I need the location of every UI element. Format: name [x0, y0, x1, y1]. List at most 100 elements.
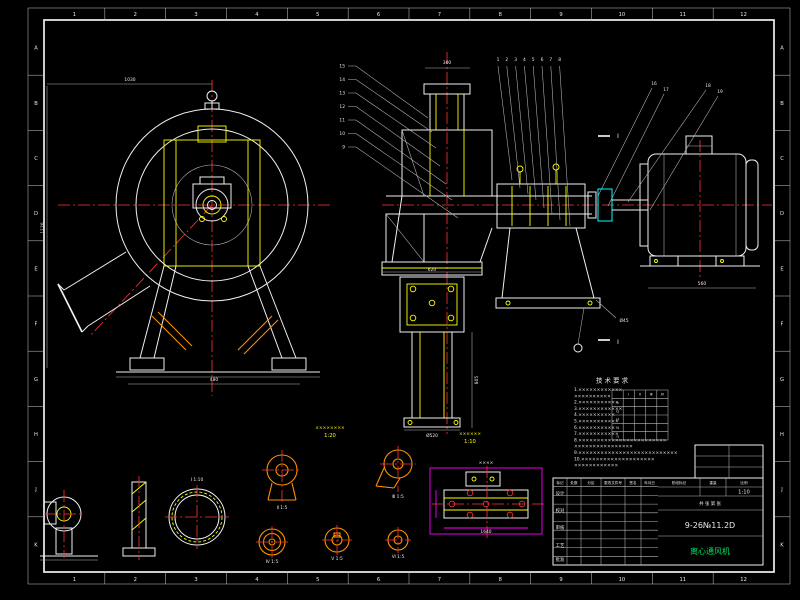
label: Ⅲ 1:5: [392, 494, 404, 500]
label: 11: [679, 12, 686, 18]
label: 10: [619, 12, 626, 18]
label: 6: [377, 12, 380, 18]
label: 2: [134, 12, 137, 18]
label: F: [35, 322, 38, 328]
label: Ⅱ: [639, 393, 641, 397]
label: B: [34, 101, 38, 107]
label: 处数: [570, 480, 578, 485]
label: 10: [619, 577, 626, 583]
label: 560: [698, 281, 707, 287]
label: 9.×××××××××××××××××××××××××××: [574, 450, 678, 456]
centerlines: [58, 52, 772, 434]
label: 7: [549, 57, 552, 63]
label: 17: [663, 87, 669, 93]
label: 12: [740, 12, 747, 18]
label: Ⅰ 1:10: [191, 477, 204, 483]
label: 分区: [587, 480, 595, 485]
title-block-sheet-text: 共 张 第 张: [699, 500, 721, 507]
sheet-border: [27, 7, 791, 585]
label: H: [780, 432, 784, 438]
title-block-product-name: 离心通风机: [690, 546, 730, 556]
label: E: [780, 266, 783, 272]
label: 2: [505, 57, 508, 63]
label: C: [34, 156, 38, 162]
label: 6.××××××××××: [574, 425, 615, 431]
detail-disc-b: [322, 525, 352, 555]
label: 5: [316, 577, 319, 583]
label: Ⅳ: [661, 393, 665, 397]
label: 5: [316, 12, 319, 18]
label: 签名: [629, 480, 637, 485]
label: 6: [377, 577, 380, 583]
label: η: [616, 434, 618, 438]
label: J: [780, 487, 783, 493]
label: 8: [499, 12, 502, 18]
label: 审核: [556, 524, 565, 531]
label: 4: [255, 577, 259, 583]
label: 1: [73, 577, 76, 583]
label: Ⅰ: [628, 393, 629, 397]
label: 480: [210, 377, 219, 383]
label: F: [781, 322, 784, 328]
label: N: [616, 426, 619, 430]
label: 校对: [556, 507, 565, 514]
label: 3: [194, 577, 197, 583]
label: 12: [339, 104, 345, 110]
label: 12: [740, 577, 747, 583]
label: 13: [339, 91, 345, 97]
label: H: [34, 432, 38, 438]
label: 2: [134, 577, 137, 583]
label: 16: [651, 81, 657, 87]
title-block-scale-value: 1:10: [738, 490, 750, 496]
label: Ø520: [426, 432, 438, 439]
label: Ø45: [619, 317, 628, 324]
title-block-model: 9-26№11.2D: [685, 521, 735, 530]
label: 18: [705, 83, 711, 89]
label: E: [34, 266, 37, 272]
motor-view: [595, 135, 760, 319]
group-right-scale: 1:10: [464, 439, 476, 445]
label: Ⅵ 1:5: [392, 554, 405, 560]
detail-ring: [165, 485, 229, 549]
label: A: [34, 46, 38, 52]
label: K: [34, 542, 38, 548]
label: 重量: [709, 480, 717, 485]
group-left-title: ××××××××: [315, 425, 345, 431]
label: 1120: [40, 222, 46, 233]
detail-channel: [122, 476, 156, 560]
label: 3.××××××××××××: [574, 406, 623, 412]
label: 比例: [740, 480, 748, 485]
label: 9: [559, 12, 562, 18]
label: ××××××××××: [574, 393, 611, 399]
label: 11: [679, 577, 686, 583]
label: K: [780, 542, 784, 548]
label: 1: [73, 12, 76, 18]
label: 10.××××××××××××××××××××: [574, 456, 655, 462]
label: 1.××××××××××××: [574, 387, 623, 393]
label: 1030: [124, 77, 135, 83]
label: 5: [532, 57, 535, 63]
side-view: Ⅰ Ⅰ: [381, 67, 648, 431]
label: 4.××××××××××: [574, 412, 615, 418]
label: 2.×××××××××××: [574, 400, 619, 406]
label: Ⅴ 1:5: [331, 556, 343, 562]
label: 7.×××××××××××: [574, 431, 619, 437]
group-right-title: ××××××: [459, 431, 481, 437]
label: C: [780, 156, 784, 162]
label: 9: [342, 145, 345, 151]
label: ××××: [479, 460, 494, 466]
label: 更改文件号: [604, 480, 622, 485]
label: 3: [514, 57, 517, 63]
label: 8: [499, 577, 502, 583]
anchor-plan-detail: [429, 466, 546, 540]
label: 7: [438, 577, 441, 583]
label: 805: [474, 376, 480, 385]
label: 阶段标记: [672, 480, 687, 485]
label: B: [780, 101, 784, 107]
detail-bracket: [40, 490, 98, 561]
label: 19: [717, 89, 723, 95]
label: G: [780, 377, 784, 383]
